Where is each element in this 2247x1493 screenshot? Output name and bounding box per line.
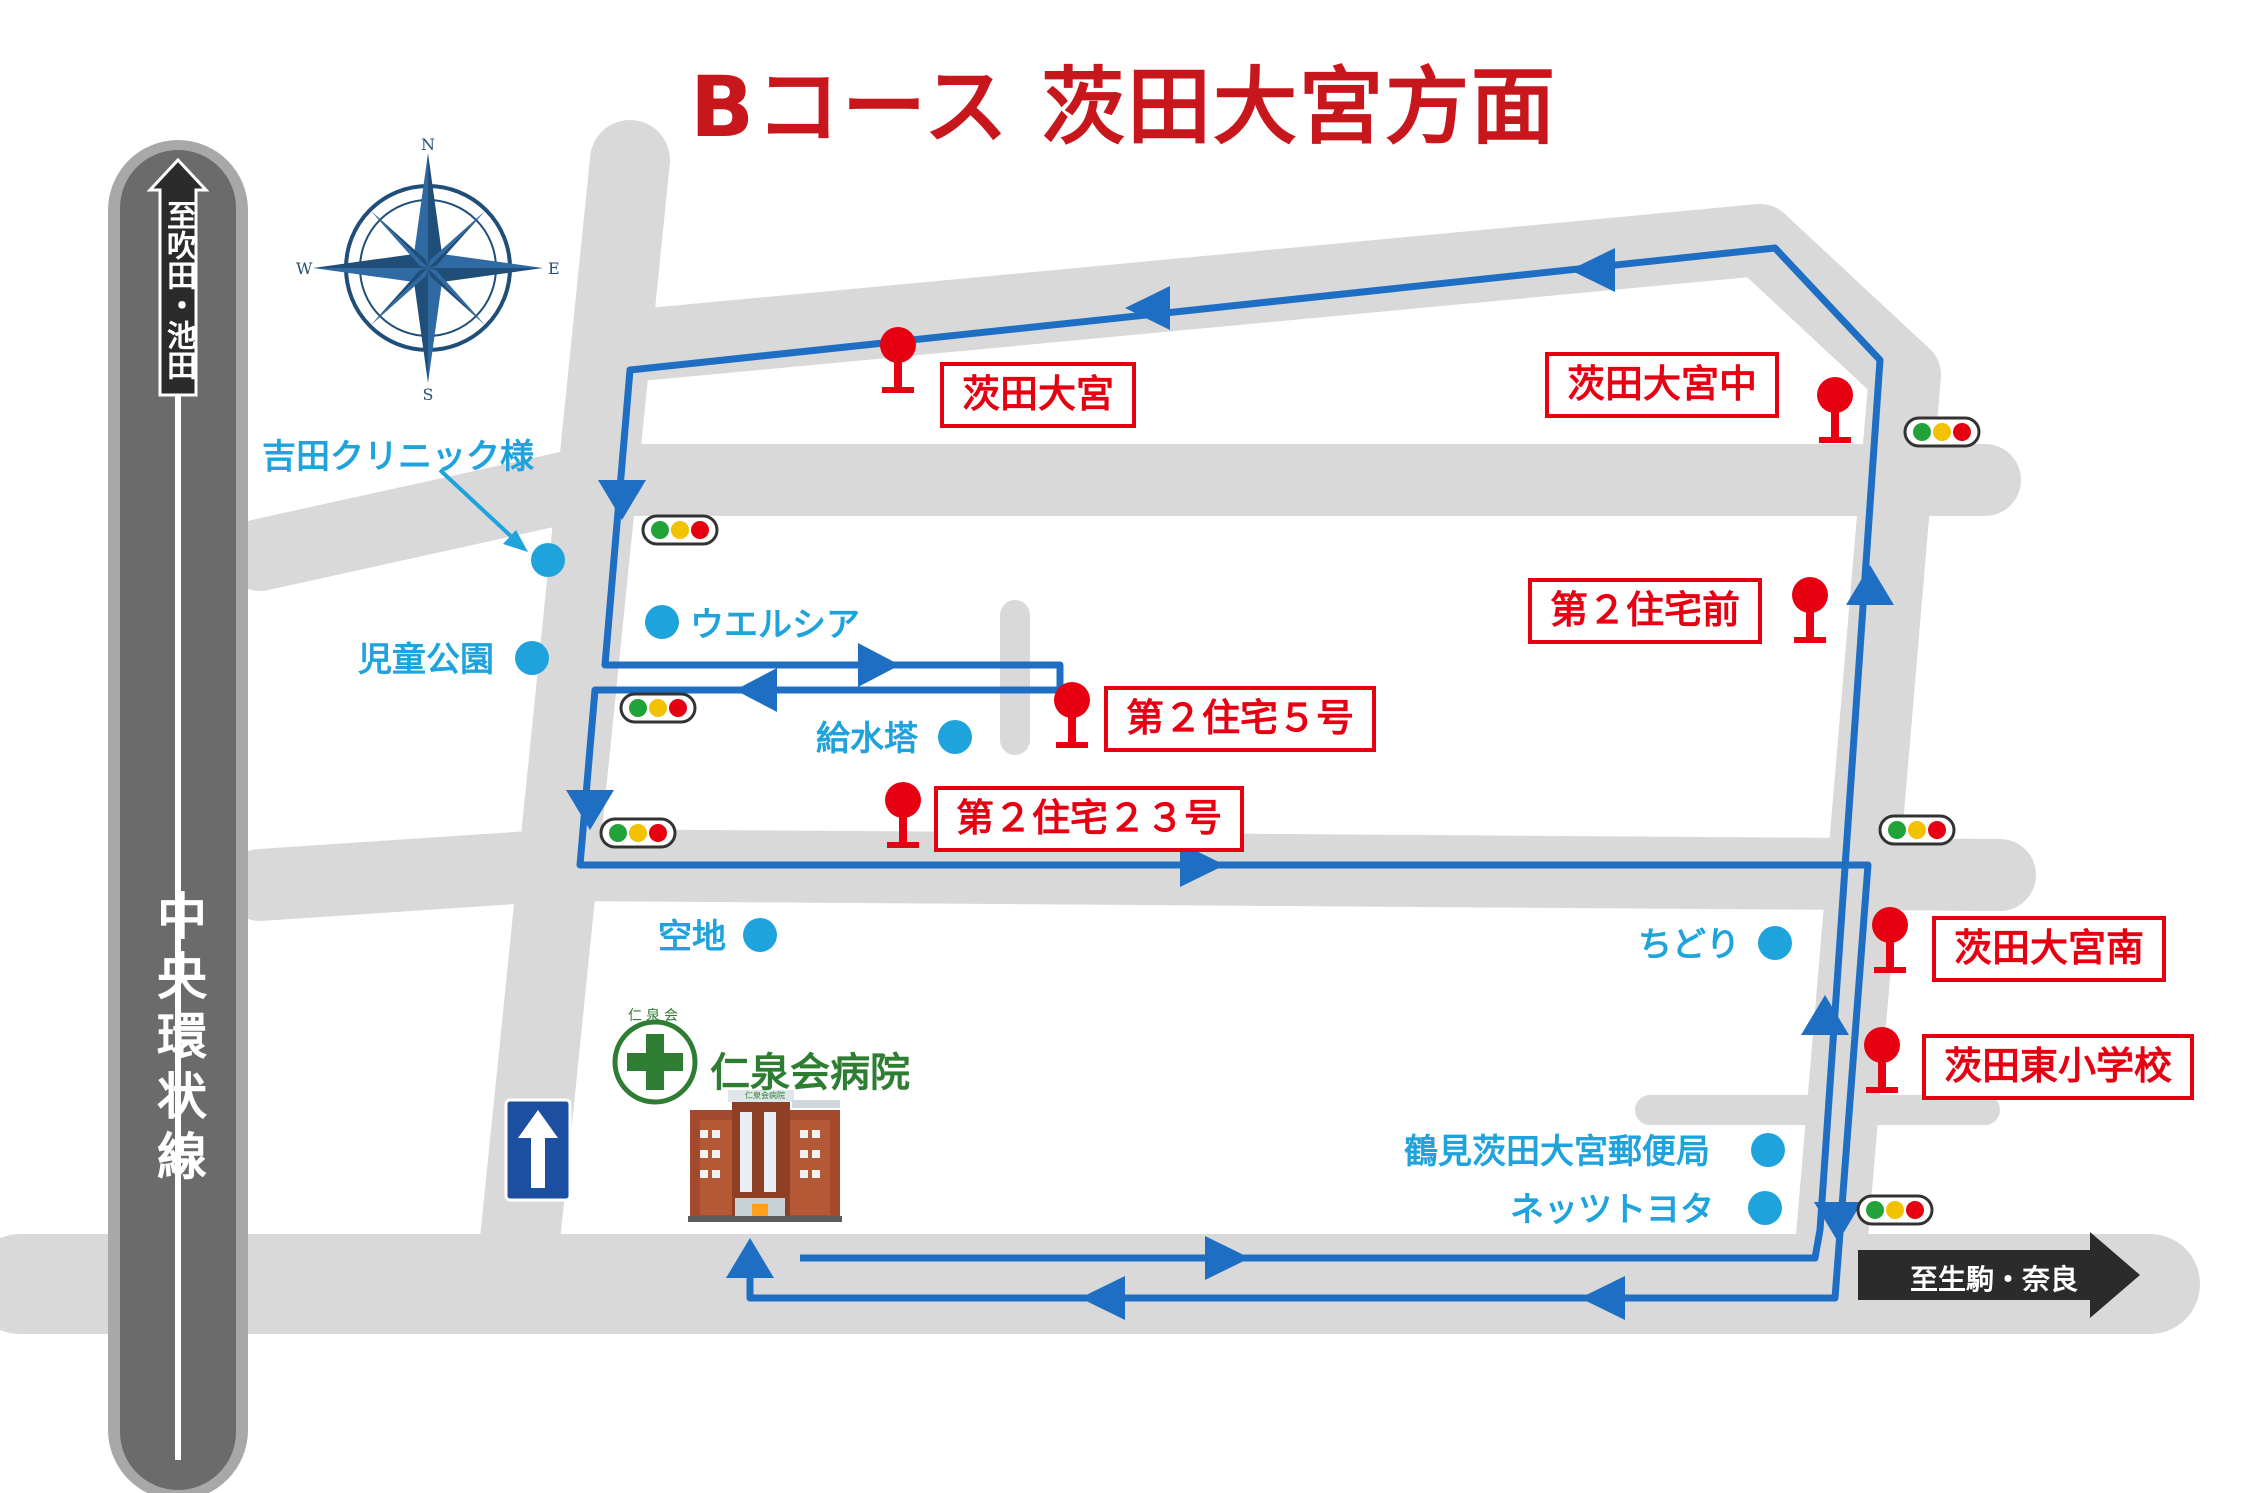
landmark-label-vacant-lot: 空地 [658,917,726,957]
hospital-logo-text: 仁泉会 [628,1008,682,1024]
road-h2 [224,828,2036,921]
traffic-light-icon [1856,1194,1934,1226]
hospital-sign-text: 仁泉会病院 [745,1091,785,1100]
traffic-light-icon [641,514,719,546]
arrow-east-2 [1180,843,1225,887]
landmark-label-park: 児童公園 [358,640,494,680]
arrow-west-4 [1080,1276,1125,1320]
bus-stop-icon [880,327,916,393]
landmark-dot [938,720,972,754]
bus-stop-icon [885,782,921,848]
landmark-label-chidori: ちどり [1638,925,1740,965]
bus-stop-icon [1872,907,1908,973]
north-direction-sign [146,157,210,397]
landmark-dot [645,605,679,639]
road-north [604,204,1796,381]
arrow-west-3 [735,668,777,712]
landmark-dot [1748,1191,1782,1225]
route-arrows [566,248,1894,1320]
arrow-south-3 [1814,1202,1862,1242]
landmark-dot [531,543,565,577]
traffic-lights [599,416,1981,1226]
landmark-label-netz-toyota: ネッツトヨタ [1510,1190,1714,1230]
road-west-vertical [480,120,670,1280]
clinic-pointer [438,468,528,552]
traffic-light-icon [1903,416,1981,448]
traffic-light-icon [599,817,677,849]
east-direction-sign [1858,1232,2140,1318]
compass-s: S [423,385,434,404]
traffic-light-icon [619,692,697,724]
compass-e: E [548,259,560,278]
landmark-label-welcia: ウエルシア [690,605,860,645]
arrow-east-3 [1205,1236,1250,1280]
compass-w: W [296,259,313,278]
stop-label-ibaraki-higashi-school: 茨田東小学校 [1922,1034,2195,1100]
arrow-east-1 [858,643,900,687]
east-direction-label: 至生駒・奈良 [1910,1263,2079,1296]
compass-n: N [421,135,435,154]
arrow-north-1 [1846,565,1894,605]
arrow-north-3 [726,1238,774,1278]
ring-road [108,140,248,1493]
bus-route [576,244,1884,1302]
hospital-cross-logo-icon [612,1019,698,1105]
stop-label-ibaraki-omiya-naka: 茨田大宮中 [1545,352,1780,418]
landmark-dots [515,543,1792,1225]
stop-label-ibaraki-omiya-minami: 茨田大宮南 [1932,916,2167,982]
ring-road-label: 中央環状線 [149,890,207,1190]
stop-label-dai2-jutaku-23: 第２住宅２３号 [934,786,1245,852]
arrow-south-1 [598,480,646,520]
bus-stop-icon [1792,577,1828,643]
hospital-building-icon [688,1090,842,1222]
bus-stop-pins [880,327,1908,1093]
bus-stop-icon [1054,682,1090,748]
one-way-arrow-icon [504,1098,572,1202]
arrow-west-2 [1125,286,1170,330]
landmark-label-yoshida-clinic: 吉田クリニック様 [262,437,534,477]
stop-label-dai2-jutaku-mae: 第２住宅前 [1528,578,1763,644]
page-title: Bコース 茨田大宮方面 [689,58,1558,156]
hospital-name: 仁泉会病院 [710,1050,910,1096]
north-direction-label: 至吹田・池田 [161,200,196,380]
arrow-south-2 [566,790,614,830]
landmark-dot [1751,1133,1785,1167]
route-outer [576,244,1884,1302]
arrow-west-5 [1580,1276,1625,1320]
landmark-dot [1758,926,1792,960]
landmark-dot [515,641,549,675]
stop-label-dai2-jutaku-5: 第２住宅５号 [1104,686,1377,752]
landmark-label-water-tower: 給水塔 [816,719,918,759]
bus-stop-icon [1817,377,1853,443]
bus-stop-icon [1864,1027,1900,1093]
traffic-light-icon [1878,814,1956,846]
stop-label-ibaraki-omiya: 茨田大宮 [940,362,1137,428]
landmark-label-post-office: 鶴見茨田大宮郵便局 [1404,1132,1710,1172]
landmark-dot [743,918,777,952]
compass-rose-icon: N S E W [296,135,560,404]
arrow-west-1 [1570,248,1615,292]
arrow-north-2 [1801,995,1849,1035]
